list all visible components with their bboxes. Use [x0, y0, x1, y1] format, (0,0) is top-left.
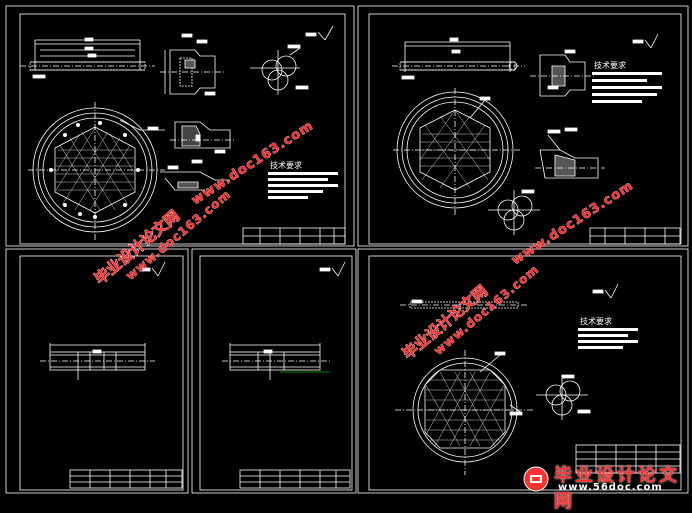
bottom-right-tech-label: 技术要求 [580, 316, 612, 326]
logo-mark-icon [523, 466, 549, 492]
footer-logo: 毕业设计论文网 www.56doc.com [518, 461, 688, 512]
top-right-title-block [589, 227, 681, 245]
bottom-right-strip [400, 299, 528, 309]
sheet-bottom-small-1-border [5, 248, 189, 494]
top-right-flange-section [530, 49, 595, 97]
top-left-tech-lines [268, 172, 338, 199]
bottom-small-1-symbol [139, 261, 166, 277]
bottom-small-1-title-block [69, 469, 183, 489]
bottom-right-tube-sheet [395, 350, 535, 475]
bottom-right-tech-lines [578, 328, 638, 349]
bottom-small-2-symbol [319, 261, 346, 277]
top-left-symbol [305, 25, 334, 41]
top-left-tube-sheet [28, 102, 165, 240]
top-left-circles-detail [250, 44, 309, 95]
cad-drawing-svg: 技术要求 技术要求 技术要求 毕业设计论文网 www.doc163.com 毕业… [5, 5, 689, 494]
top-left-flange-section [160, 33, 225, 96]
bottom-right-circles-detail [536, 374, 591, 420]
top-right-symbol [632, 33, 659, 49]
sheet-bottom-small-2-frame [199, 255, 353, 491]
top-left-groove-detail [160, 159, 230, 191]
bottom-right-title-block [575, 444, 681, 474]
top-right-side-view [392, 37, 525, 80]
top-left-side-view [20, 37, 155, 79]
watermark-2: 毕业设计论文网 www.doc163.com [399, 262, 542, 364]
top-left-title-block [242, 227, 346, 245]
sheet-top-left-frame [19, 13, 346, 245]
top-left-weld-detail [170, 121, 235, 154]
footer-logo-url: www.56doc.com [558, 482, 663, 493]
sheet-bottom-right-frame [368, 255, 682, 491]
top-left-tech-label: 技术要求 [270, 160, 302, 170]
bottom-right-symbol [592, 283, 619, 299]
sheet-top-right-border [357, 5, 689, 247]
sheet-bottom-small-2-border [191, 248, 357, 494]
sheet-bottom-right-border [357, 248, 689, 494]
top-right-circles-detail [488, 189, 540, 235]
sheet-bottom-small-1-frame [19, 255, 184, 491]
sheet-top-right-frame [368, 13, 682, 245]
top-right-tech-lines [592, 72, 662, 103]
cad-drawing-canvas: 技术要求 技术要求 技术要求 毕业设计论文网 www.doc163.com 毕业… [5, 5, 689, 512]
bottom-small-1-part [40, 343, 155, 380]
bottom-small-2-part [222, 343, 330, 380]
top-right-tube-sheet [393, 88, 520, 215]
sheet-top-left-border [5, 5, 355, 247]
top-right-weld-detail [535, 127, 605, 179]
bottom-small-2-title-block [239, 469, 351, 489]
top-right-tech-label: 技术要求 [594, 60, 626, 70]
